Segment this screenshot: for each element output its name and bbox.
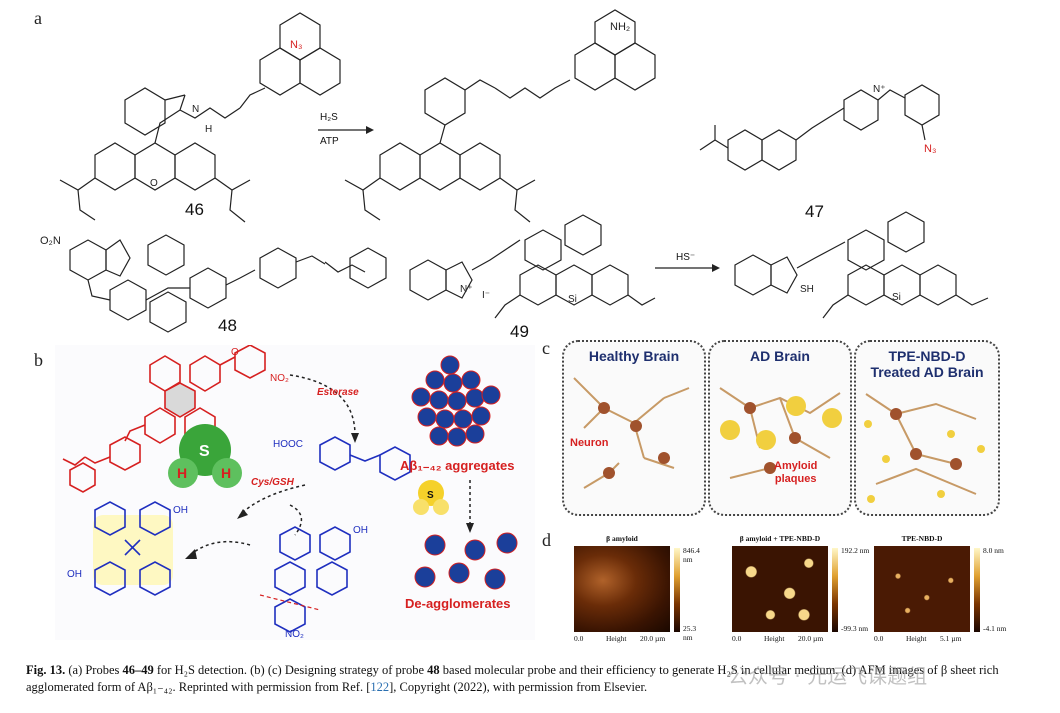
afm-image-beta-amyloid: β amyloid 846.4 nm 25.3 nm 0.0 Height 20… [574,534,700,643]
reagent-atp: ATP [320,136,339,147]
panel-b-label: b [34,350,43,370]
abeta-aggregates-label: Aβ₁₋₄₂ aggregates [400,458,515,473]
panel-a-label: a [34,8,42,28]
glow-highlight [93,515,173,585]
amine-label: NH₂ [610,21,630,33]
afm-colorbar [674,548,680,632]
neuron-label: Neuron [570,437,609,449]
svg-text:N⁺: N⁺ [460,284,473,295]
panel-d-label: d [542,530,551,550]
structure-47 [699,84,940,171]
probe-47-label: 47 [805,202,824,221]
esterase-label: Esterase [317,387,359,398]
svg-text:SH: SH [800,284,814,295]
abeta-aggregate-cluster [411,355,501,447]
figure-caption: Fig. 13. (a) Probes 46–49 for H₂S detect… [26,663,999,694]
svg-text:Si: Si [568,294,577,305]
reagent-h2s: H₂S [320,112,338,123]
probe-46-label: 46 [185,200,204,219]
treated-brain-box: TPE-NBD-D Treated AD Brain [854,340,1000,516]
azide-label: N₃ [290,39,302,51]
reference-link[interactable]: 122 [370,680,390,694]
svg-text:S: S [427,490,434,501]
ad-brain-box: AD Brain Amyloid plaques [708,340,852,516]
svg-text:NO₂: NO₂ [285,629,304,640]
svg-text:H: H [221,465,231,481]
hooc-fragment [319,436,411,481]
probe-48-label: 48 [218,316,237,335]
structure-49 [409,214,656,319]
cys-gsh-arrow [239,484,306,516]
afm-colorbar [974,548,980,632]
cys-gsh-label: Cys/GSH [251,477,295,488]
panel-c-label: c [542,338,550,358]
small-h2s [418,480,444,506]
svg-text:N₃: N₃ [924,143,936,155]
svg-text:S: S [199,443,210,460]
amyloid-plaques-label: Amyloid plaques [774,460,818,485]
svg-text:N⁺: N⁺ [873,84,886,95]
structure-46 [59,12,341,223]
svg-text:OH: OH [353,525,368,536]
healthy-brain-title: Healthy Brain [588,348,680,364]
ad-illustration [719,387,842,479]
panel-b-scheme: O NO₂ Esterase S H H HOOC Cys/GSH OH NO₂ [62,345,518,640]
de-agglomerated-particles [414,532,518,590]
treated-brain-title: TPE-NBD-D Treated AD Brain [870,348,984,380]
tpe-nbd-structure [274,526,351,633]
ad-brain-title: AD Brain [750,348,810,364]
svg-text:O: O [150,178,158,189]
afm-height-map [574,546,670,632]
reagent-hs: HS⁻ [676,252,696,263]
afm-height-map [732,546,828,632]
probe-48-red-structure [62,345,266,493]
structure-product [344,9,656,223]
afm-colorbar [832,548,838,632]
healthy-neurons-illustration [573,377,690,489]
svg-text:H: H [205,124,212,135]
svg-text:OH: OH [173,505,188,516]
afm-image-tpe-nbd-d: TPE-NBD-D 8.0 nm -4.1 nm 0.0 Height 5.1 … [874,534,1007,643]
svg-text:O: O [231,347,239,358]
svg-text:NO₂: NO₂ [270,373,289,384]
svg-text:HOOC: HOOC [273,439,303,450]
svg-text:I⁻: I⁻ [482,290,490,301]
panel-a-structures: N₃ N H O NH₂ N₃ N⁺ [40,9,989,333]
nitro-label: O₂N [40,235,61,247]
structure-48 [69,234,387,333]
watermark: 公众号 · 元运飞课题组 [728,664,928,688]
esterase-arrow [289,374,356,436]
svg-text:H: H [177,465,187,481]
afm-height-map [874,546,970,632]
tpe-oh-structure [94,501,171,596]
structure-49-product [734,211,989,319]
afm-image-beta-amyloid-tpe: β amyloid + TPE-NBD-D 192.2 nm -99.3 nm … [732,534,870,643]
de-agglomerates-label: De-agglomerates [405,596,510,611]
probe-49-label: 49 [510,322,529,341]
svg-text:Si: Si [892,292,901,303]
treated-illustration [864,393,985,503]
caption-figure-number: Fig. 13. [26,663,66,677]
svg-text:N: N [192,104,199,115]
healthy-brain-box: Healthy Brain Neuron [562,340,706,516]
svg-text:OH: OH [67,569,82,580]
